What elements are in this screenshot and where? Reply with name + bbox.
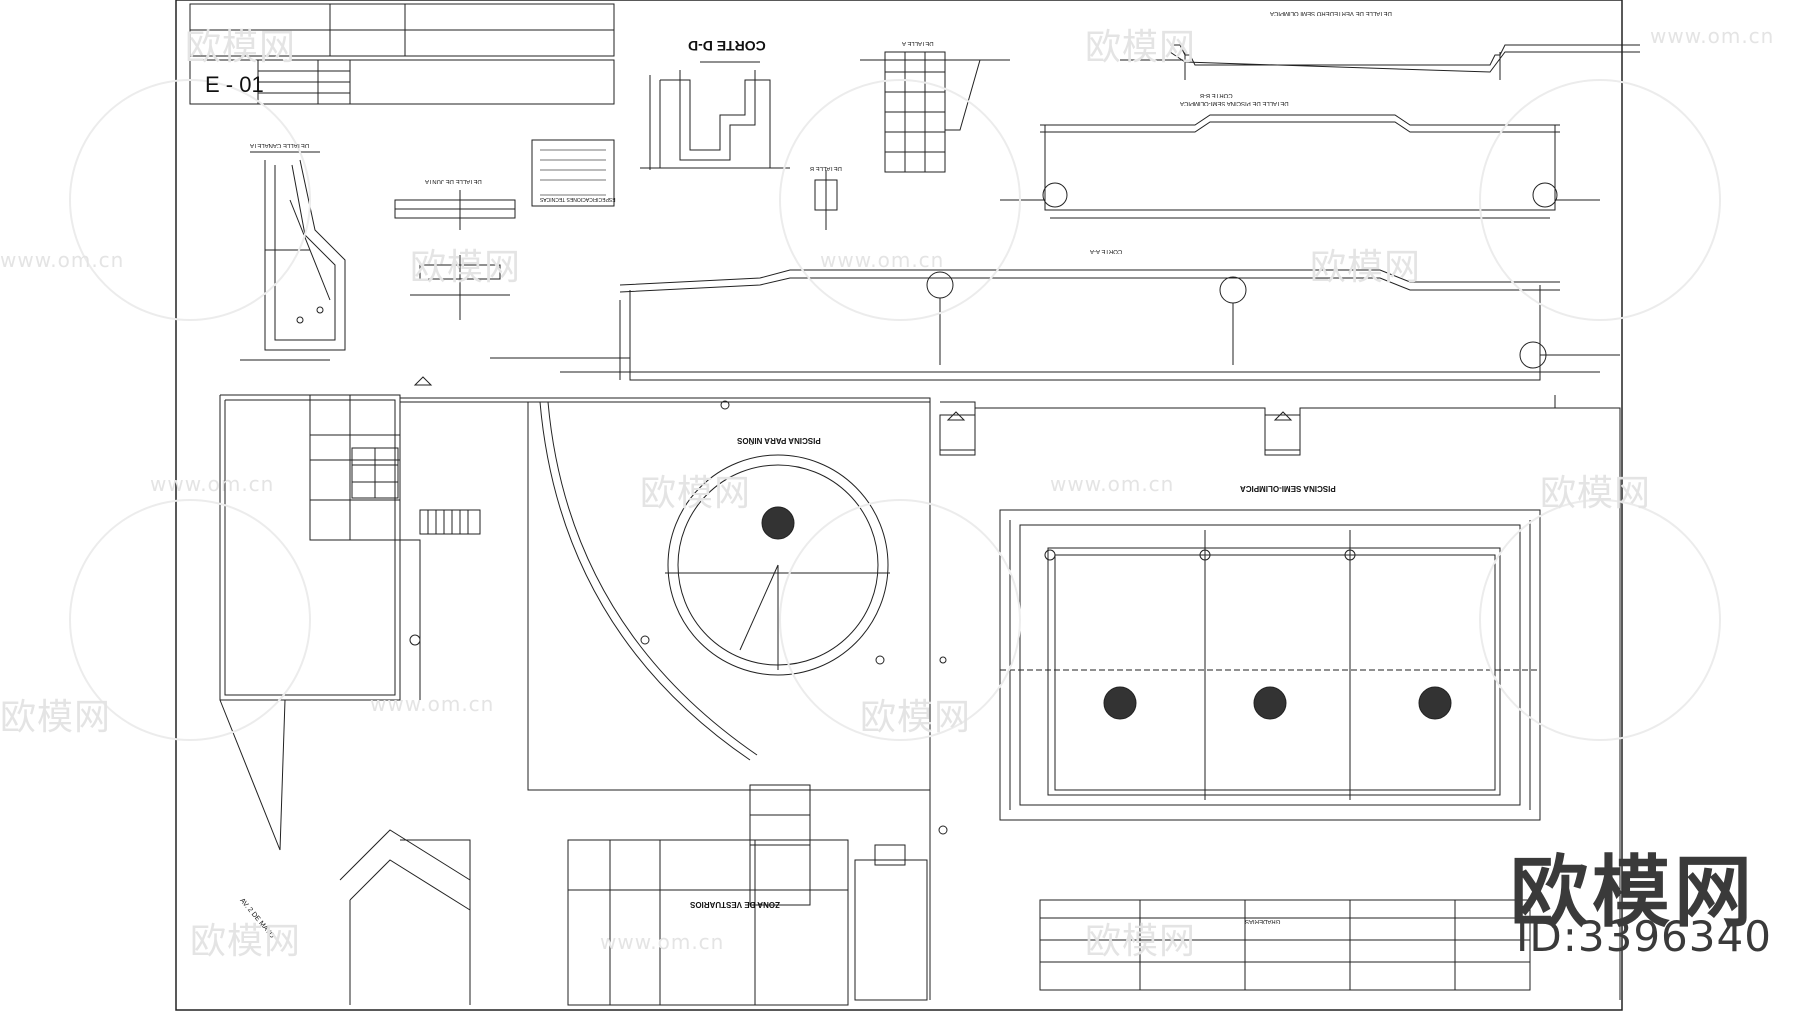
watermark-brand: 欧模网 [1310, 247, 1422, 288]
watermark-brand: 欧模网 [1085, 27, 1197, 68]
junta-detail [394, 190, 516, 320]
vertedero-section [1120, 44, 1640, 80]
label-graderias: GRADERIAS [1245, 918, 1281, 924]
label-detalle-a: DETALLE A [902, 40, 934, 46]
specs-box [531, 139, 615, 207]
label-especificaciones: ESPECIFICACIONES TECNICAS [540, 196, 616, 202]
watermark-brand: 欧模网 [410, 247, 522, 288]
watermark-brand: 欧模网 [860, 697, 972, 738]
left-building [219, 394, 421, 851]
label-corte-bb: CORTE B-B [1200, 92, 1233, 98]
label-piscina-semi-olimpica: PISCINA SEMI-OLIMPICA [1240, 484, 1336, 493]
brand-id: ID:3396340 [1516, 912, 1772, 961]
label-piscina-ninos: PISCINA PARA NIÑOS [737, 436, 821, 445]
semi-olympic-pool [999, 509, 1541, 821]
watermark-site: www.om.cn [1650, 24, 1775, 48]
watermark-brand: 欧模网 [1085, 921, 1197, 962]
watermark-site: www.om.cn [1050, 472, 1175, 496]
canaleta-detail [240, 151, 346, 361]
corte-bb-section [1000, 114, 1600, 219]
watermark-site: www.om.cn [370, 692, 495, 716]
watermark-site: www.om.cn [600, 930, 725, 954]
kids-pool-area [400, 397, 931, 1000]
label-detalle-b: DETALLE B [810, 165, 842, 171]
north-arrow-markers [413, 376, 1293, 421]
sheet-number: E - 01 [205, 72, 264, 97]
grandstand [938, 656, 1531, 991]
watermark-brand: 欧模网 [190, 921, 302, 962]
label-detalle-vertedero: DETALLE DE VERTEDERO SEMI OLIMPICA [1270, 10, 1392, 16]
brand-logo-text: 欧模网 [1510, 848, 1757, 938]
stairs-left [419, 509, 481, 535]
label-zona-vestuarios: ZONA DE VESTUARIOS [690, 900, 780, 909]
corte-aa-section [490, 269, 1620, 381]
watermark-brand: 欧模网 [640, 473, 752, 514]
label-detalle-piscina: DETALLE DE PISCINA SEMI-OLIMPICA [1180, 100, 1289, 106]
kids-pool-circle [667, 454, 889, 676]
watermark-site: www.om.cn [150, 472, 275, 496]
label-corte-aa: CORTE A-A [1090, 248, 1123, 254]
corte-dd-detail [640, 61, 790, 170]
right-outline [939, 395, 1621, 1000]
changing-rooms [339, 784, 928, 1006]
watermark-rings [69, 79, 1721, 741]
label-corte-dd: CORTE D-D [688, 38, 766, 54]
watermark-brand: 欧模网 [1540, 473, 1652, 514]
watermark-brand: 欧模网 [185, 27, 297, 68]
sheet-border [175, 0, 1623, 1011]
watermark-brand: 欧模网 [0, 697, 112, 738]
label-detalle-canaleta: DETALLE CANALETA [250, 142, 310, 148]
title-block [189, 3, 615, 105]
ladder-detail [814, 51, 1010, 230]
watermark-site: www.om.cn [820, 248, 945, 272]
label-detalle-junta: DETALLE DE JUNTA [425, 178, 482, 184]
watermark-site: www.om.cn [0, 248, 125, 272]
